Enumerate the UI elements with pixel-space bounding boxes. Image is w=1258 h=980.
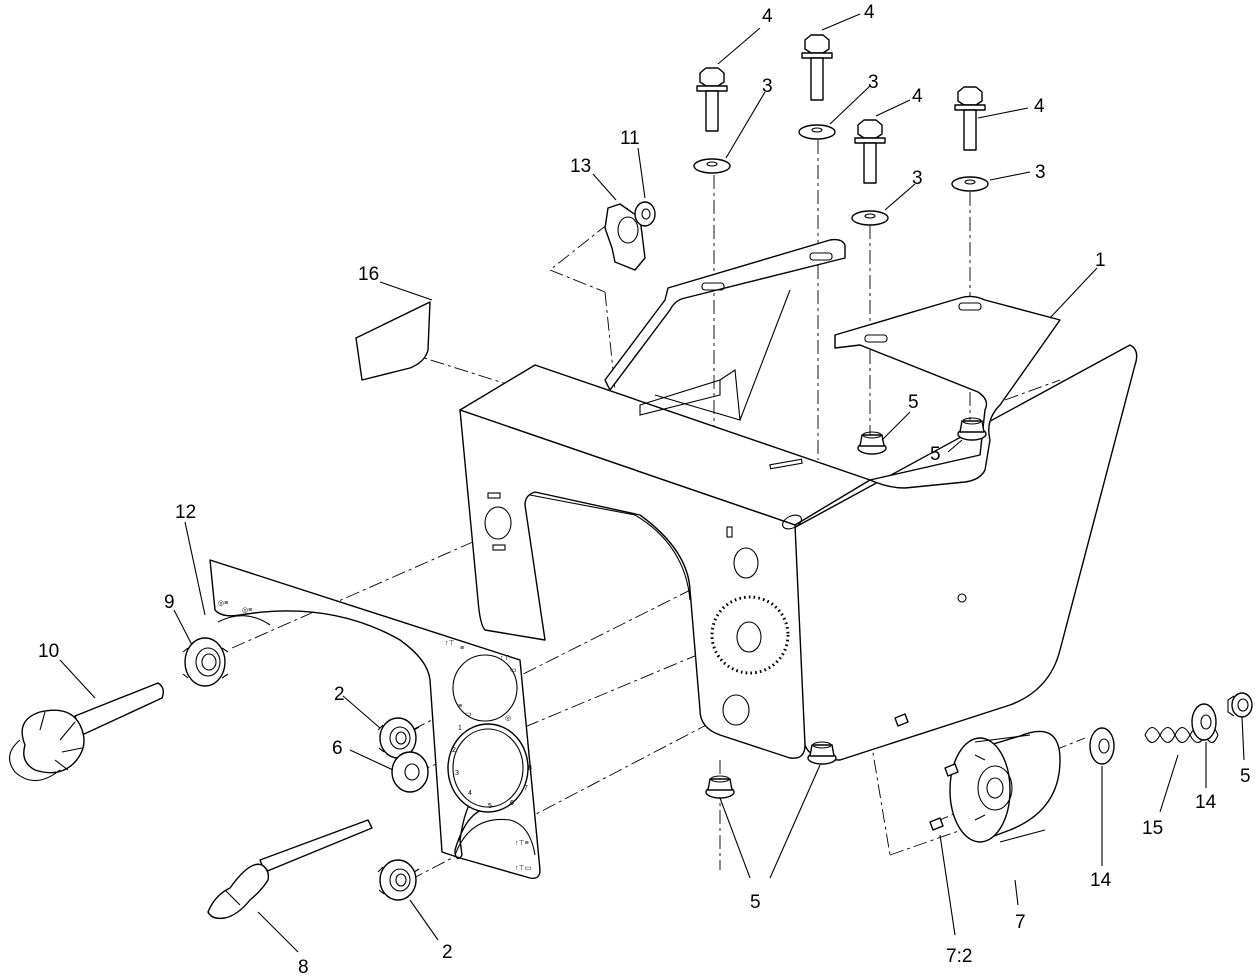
svg-text:↑⊤: ↑⊤: [500, 655, 510, 662]
dial-number: 4: [468, 790, 472, 797]
face-plate-symbols: ◎≡ ◎≡ ↑⊤ ≡ ↑⊤ ▭ ≡ ▭ ◎ ↑⊤≡ ↑⊤▭: [218, 600, 531, 872]
callout-3-a: 3: [762, 76, 773, 97]
callout-3-b: 3: [868, 72, 879, 93]
e-ring-part-11: [634, 201, 656, 227]
svg-text:◎≡: ◎≡: [242, 607, 252, 614]
set-screws-7-2: [894, 713, 959, 831]
callout-14-a: 14: [1090, 870, 1112, 891]
svg-text:▭: ▭: [465, 711, 472, 718]
bolt-washer-set-3: [851, 119, 889, 226]
t-handle-part-8: [207, 819, 373, 920]
dial-number: 3: [455, 770, 459, 777]
callout-13: 13: [570, 156, 591, 177]
washer-part-14b: [1191, 703, 1217, 741]
bolt-washer-set-1: [693, 67, 731, 174]
flange-nut-1: [857, 431, 887, 455]
svg-text:◎: ◎: [505, 715, 511, 722]
cam-hub-part-7: [949, 730, 1061, 843]
callout-1: 1: [1095, 250, 1106, 271]
callout-14-b: 14: [1195, 792, 1217, 813]
callout-3-c: 3: [912, 168, 923, 189]
detent-ring: [710, 595, 790, 675]
bushing-lower: [377, 859, 420, 901]
callout-7-2: 7:2: [946, 946, 972, 967]
callout-5-c: 5: [750, 892, 761, 913]
bolt-washer-set-4: [951, 86, 989, 192]
clip-part-13: [604, 203, 646, 271]
knob-part-10: [9, 682, 165, 782]
dial-number: 6: [510, 800, 514, 807]
svg-text:◎≡: ◎≡: [218, 600, 228, 607]
callout-15: 15: [1142, 818, 1163, 839]
washer-part-6: [391, 751, 429, 793]
bolt-washer-set-2: [798, 34, 836, 140]
dial-numbers: 1 2 3 4 5 6 7 8: [452, 725, 532, 810]
dial-number: 2: [452, 747, 456, 754]
callout-5-d: 5: [1240, 766, 1251, 787]
callout-7: 7: [1015, 912, 1026, 933]
mounting-bracket-right: [834, 295, 1061, 489]
washer-part-14a: [1089, 727, 1115, 765]
mounting-bracket-center: [604, 238, 846, 421]
callout-9: 9: [164, 592, 175, 613]
callout-11: 11: [620, 128, 640, 149]
svg-text:▭: ▭: [510, 667, 517, 674]
control-housing: [459, 344, 1138, 761]
callout-4-a: 4: [762, 6, 773, 27]
callout-2-upper: 2: [334, 684, 345, 705]
svg-text:↑⊤: ↑⊤: [445, 640, 455, 647]
dial-number: 1: [458, 725, 462, 732]
callout-8: 8: [298, 957, 309, 978]
svg-text:↑⊤≡: ↑⊤≡: [515, 840, 529, 847]
decal-part-16: [355, 301, 431, 381]
dial-number: 8: [528, 765, 532, 772]
callout-5-a: 5: [908, 392, 919, 413]
flange-nut-3: [807, 741, 837, 765]
callout-3-d: 3: [1035, 162, 1046, 183]
callout-2-lower: 2: [442, 942, 453, 963]
dial-number: 5: [488, 803, 492, 810]
callout-16: 16: [358, 264, 379, 285]
dial-number: 7: [524, 785, 528, 792]
face-plate-part-12: ◎≡ ◎≡ ↑⊤ ≡ ↑⊤ ▭ ≡ ▭ ◎ ↑⊤≡ ↑⊤▭ 1 2 3 4 5 …: [209, 559, 541, 880]
bushing-upper: [377, 717, 420, 759]
callout-4-b: 4: [864, 2, 875, 23]
grommet-part-9: [182, 637, 229, 687]
flange-nut-4: [705, 775, 735, 799]
callout-12: 12: [175, 502, 196, 523]
callout-4-c: 4: [912, 86, 923, 107]
leader-lines: [59, 13, 1245, 953]
callout-10: 10: [38, 641, 59, 662]
callout-6: 6: [332, 738, 343, 759]
callout-labels: 1 2 2 3 3 3 3 4 4 4 4 5 5 5 5 6 7 7:2 8 …: [38, 2, 1251, 978]
flange-nut-2: [957, 417, 987, 441]
svg-text:≡: ≡: [458, 703, 462, 710]
svg-text:≡: ≡: [460, 645, 464, 652]
callout-5-b: 5: [930, 444, 941, 465]
flange-nut-5: [1227, 692, 1253, 718]
svg-text:↑⊤▭: ↑⊤▭: [515, 865, 531, 872]
callout-4-d: 4: [1034, 96, 1045, 117]
